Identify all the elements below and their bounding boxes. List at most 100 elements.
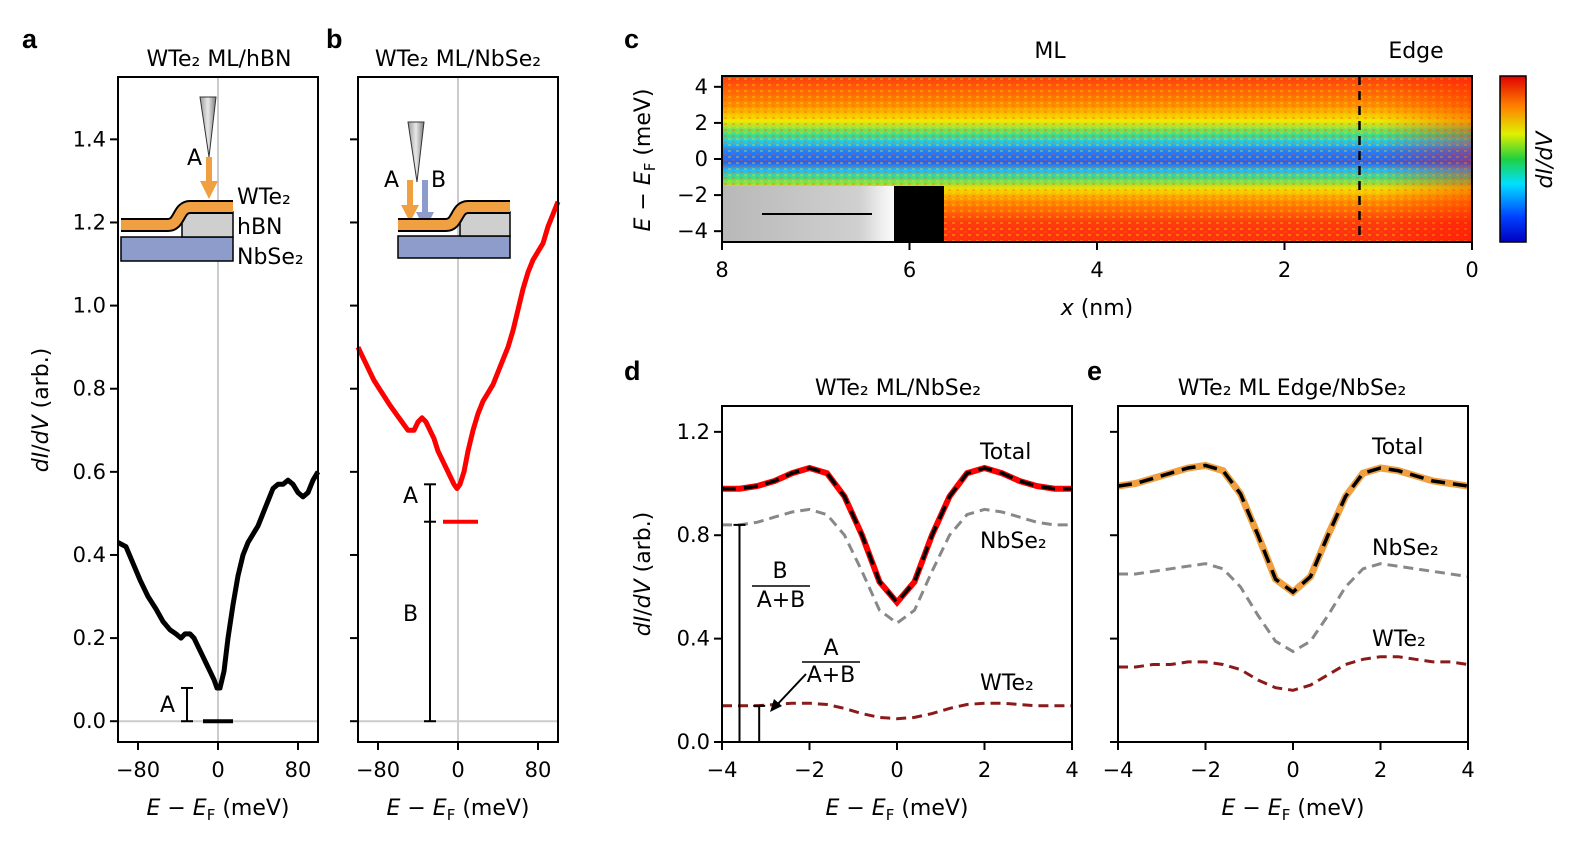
panel-e-label-nbse2: NbSe₂ [1372, 536, 1439, 561]
panel-a: WTe₂ ML/hBN 0.00.20.40.60.81.01.21.4 −80… [29, 47, 321, 824]
series-nbse2 [722, 507, 1072, 625]
nbse2-layer [397, 235, 511, 259]
inset-b-label-B: B [431, 168, 446, 193]
panel-e-plot-area [1117, 461, 1469, 692]
colorbar [1499, 75, 1527, 243]
series-total-fit [1117, 463, 1469, 595]
panel-letter-d: d [624, 356, 641, 386]
fraction-A-arrowhead [770, 699, 782, 712]
panel-a-ylabel: dI/dV (arb.) [29, 348, 54, 473]
inset-b-label-A: A [384, 168, 399, 193]
panel-d-ylabel: dI/dV (arb.) [631, 512, 656, 637]
panel-d-xlabel: E − EF (meV) [825, 796, 968, 824]
fraction-A: A A+B [770, 636, 860, 712]
panel-b-plot-area [355, 77, 561, 742]
panel-d-plot-area [722, 464, 1072, 742]
panel-b-title: WTe₂ ML/NbSe₂ [375, 47, 541, 72]
colorbar-label: dI/dV [1533, 130, 1558, 189]
panel-a-plot-area [116, 77, 321, 742]
panel-a-inset: A WTe₂ hBN NbSe₂ [120, 96, 304, 270]
heatmap [722, 76, 1472, 242]
x-tick-label: 2 [978, 758, 991, 782]
y-tick-label: 0.6 [73, 460, 106, 484]
x-tick-label: 0 [451, 758, 464, 782]
panel-c-ylabel: E − EF (meV) [631, 88, 659, 231]
region-label-edge: Edge [1388, 39, 1443, 64]
y-tick-label: −4 [677, 219, 708, 243]
panel-d-xticks: −4 −2 0 2 4 [707, 742, 1079, 782]
y-tick-label: 0.0 [73, 709, 106, 733]
hbn-layer [459, 211, 511, 237]
panel-d-label-total: Total [979, 440, 1031, 465]
heatmap-edge-shade [1380, 76, 1472, 242]
fraction-B: B A+B [752, 559, 810, 613]
fraction-A-numerator: A [823, 636, 838, 661]
x-tick-label: −4 [707, 758, 738, 782]
panel-d-yticks: 0.0 0.4 0.8 1.2 [677, 420, 722, 754]
panel-a-xlabel: E − EF (meV) [146, 796, 289, 824]
series-total-measured [722, 464, 1072, 608]
fraction-A-denominator: A+B [807, 663, 856, 688]
wte2-layer [398, 202, 510, 230]
x-tick-label: 4 [1065, 758, 1078, 782]
wte2-layer [121, 202, 233, 230]
panel-b-inset: A B [384, 121, 511, 259]
panel-c-xlabel: x (nm) [1060, 296, 1134, 321]
panel-e-yticks [1110, 430, 1118, 743]
x-tick-label: 0 [211, 758, 224, 782]
y-tick-label: 1.4 [73, 127, 106, 151]
x-tick-label: −2 [1190, 758, 1221, 782]
series-wte2 [1118, 655, 1469, 692]
panel-c-xticks: 8 6 4 2 0 [715, 242, 1479, 282]
nbse2-layer [120, 236, 234, 262]
x-tick-label: 6 [903, 258, 916, 282]
x-tick-label: 0 [1286, 758, 1299, 782]
x-tick-label: 0 [1465, 258, 1478, 282]
x-tick-label: 4 [1090, 258, 1103, 282]
tunnel-arrowhead-a [200, 181, 218, 199]
x-tick-label: 8 [715, 258, 728, 282]
panel-b-xlabel: E − EF (meV) [386, 796, 529, 824]
panel-d-title: WTe₂ ML/NbSe₂ [815, 376, 981, 401]
panel-c-yticks: 420−2−4 [677, 75, 722, 243]
y-tick-label: 0.4 [677, 627, 710, 651]
x-tick-label: 80 [285, 758, 312, 782]
fraction-B-numerator: B [772, 559, 787, 584]
x-tick-label: 4 [1461, 758, 1474, 782]
fraction-B-denominator: A+B [757, 588, 806, 613]
x-tick-label: 0 [890, 758, 903, 782]
panel-letter-a: a [22, 24, 38, 54]
panel-e-label-wte2: WTe₂ [1372, 627, 1426, 652]
series-wte2 [722, 701, 1072, 721]
panel-a-title: WTe₂ ML/hBN [147, 47, 292, 72]
panel-d-label-nbse2: NbSe₂ [980, 529, 1047, 554]
panel-letter-b: b [326, 24, 343, 54]
series-line [355, 200, 561, 491]
hbn-layer [181, 211, 234, 238]
stm-tip-icon [199, 96, 217, 158]
panel-e-label-total: Total [1371, 435, 1423, 460]
x-tick-label: 2 [1278, 258, 1291, 282]
region-label-ml: ML [1034, 39, 1066, 64]
topography-inset-dark [894, 186, 944, 242]
series-line [116, 470, 321, 691]
inset-label-hbn: hBN [237, 215, 283, 240]
y-tick-label: 0.0 [677, 730, 710, 754]
y-tick-label: 0 [695, 147, 708, 171]
y-tick-label: 0.4 [73, 543, 106, 567]
panel-a-A-label: A [160, 693, 175, 718]
panel-d-label-wte2: WTe₂ [980, 671, 1034, 696]
y-tick-label: 2 [695, 111, 708, 135]
y-tick-label: 0.8 [677, 523, 710, 547]
x-tick-label: −2 [794, 758, 825, 782]
inset-label-wte2: WTe₂ [237, 185, 291, 210]
stm-tip-icon [407, 121, 425, 183]
panel-e-title: WTe₂ ML Edge/NbSe₂ [1178, 376, 1407, 401]
y-tick-label: 1.2 [677, 420, 710, 444]
